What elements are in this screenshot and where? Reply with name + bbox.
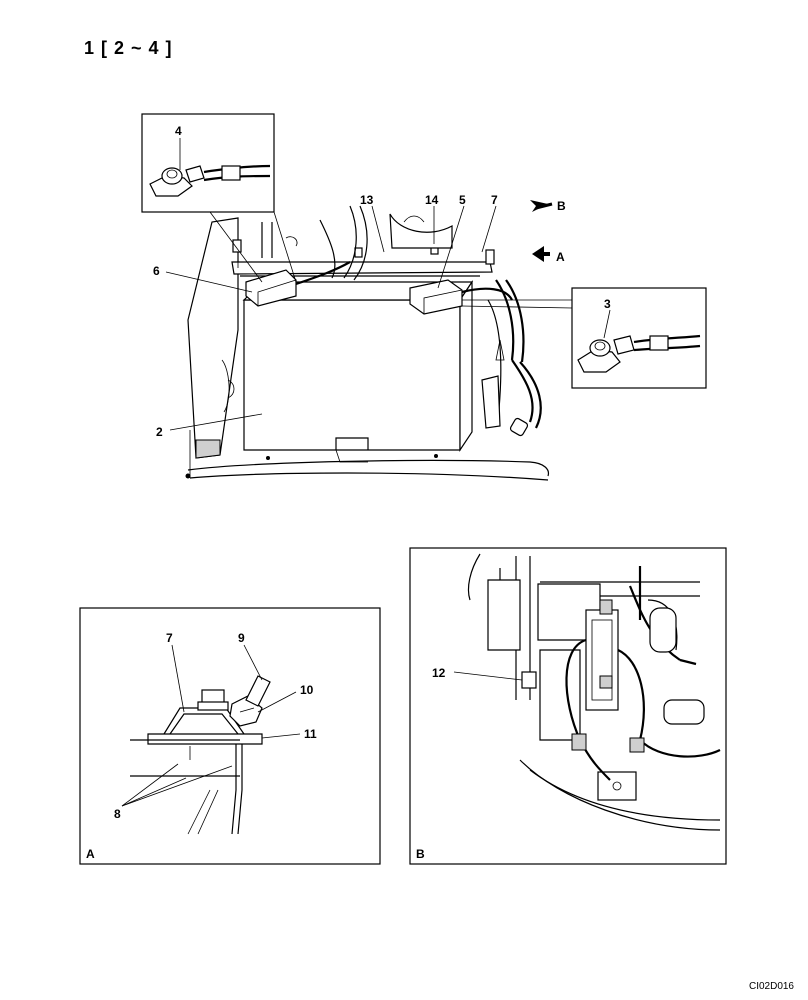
view-arrow-a: A [532, 246, 565, 264]
battery [243, 299, 461, 451]
callout-9: 9 [238, 631, 245, 645]
figure-code: CI02D016 [748, 981, 794, 992]
detail-panel-b-label: B [416, 847, 425, 861]
view-arrow-b: B [530, 199, 566, 213]
detail-panel-a-frame [79, 607, 381, 865]
detail-panel-a: 7 9 10 11 8 A [79, 607, 381, 865]
callout-13: 13 [360, 193, 374, 207]
callout-5: 5 [459, 193, 466, 207]
callout-4: 4 [175, 124, 182, 138]
callout-7-main: 7 [491, 193, 498, 207]
view-arrow-a-label: A [556, 250, 565, 264]
detail-panel-a-label: A [86, 847, 95, 861]
detail-panel-b: 12 B [409, 547, 727, 865]
callout-6: 6 [153, 264, 160, 278]
callout-leaders [165, 138, 611, 431]
inset-positive-terminal [461, 287, 707, 389]
inset-frame-4 [141, 113, 275, 213]
hold-down-bar [231, 261, 493, 275]
callout-14: 14 [425, 193, 439, 207]
inset-negative-terminal [141, 113, 297, 283]
view-arrow-b-label: B [557, 199, 566, 213]
callout-12: 12 [432, 666, 446, 680]
callout-11: 11 [304, 727, 317, 741]
callout-3: 3 [604, 297, 611, 311]
page-header: 1 [ 2 ~ 4 ] [84, 38, 173, 58]
callout-2: 2 [156, 425, 163, 439]
callout-7-detail: 7 [166, 631, 173, 645]
main-assembly-view [185, 205, 550, 481]
callout-8: 8 [114, 807, 121, 821]
callout-10: 10 [300, 683, 314, 697]
